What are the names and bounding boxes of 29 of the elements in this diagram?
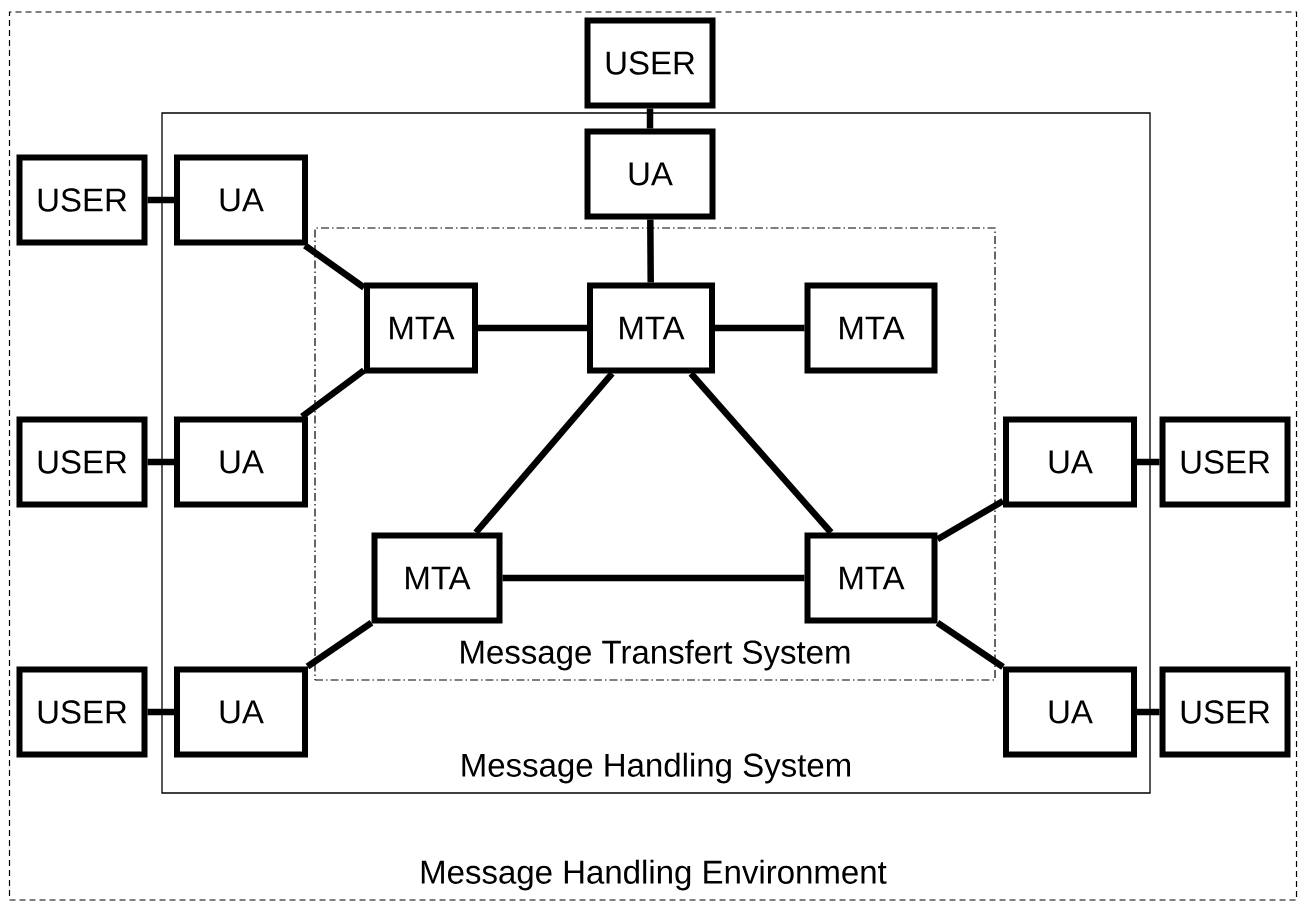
component-box: USER [1159,666,1291,758]
connector-line [147,196,174,204]
connector-line [502,574,805,582]
connector-line [147,708,174,716]
connector-line [647,219,654,283]
component-box: MTA [587,282,715,374]
connector-line [303,242,366,291]
component-box: USER [584,17,716,109]
connector-line [935,498,1005,543]
component-box: USER [16,666,148,758]
connector-line [300,367,366,420]
component-box: UA [174,154,308,246]
component-box: UA [584,128,716,220]
component-box: USER [1159,416,1291,508]
component-box: USER [16,416,148,508]
component-box: MTA [364,282,478,374]
component-box: UA [1003,666,1137,758]
connector-line [147,458,174,466]
component-box: USER [16,154,148,246]
component-box: MTA [804,282,938,374]
component-box: UA [174,666,308,758]
connector-line [935,620,1005,670]
component-box: MTA [371,532,503,624]
component-box: UA [174,416,308,508]
component-box: MTA [804,532,938,624]
connector-line [646,108,654,129]
component-box: UA [1003,416,1137,508]
connector-line [473,371,615,535]
connector-line [688,371,834,535]
